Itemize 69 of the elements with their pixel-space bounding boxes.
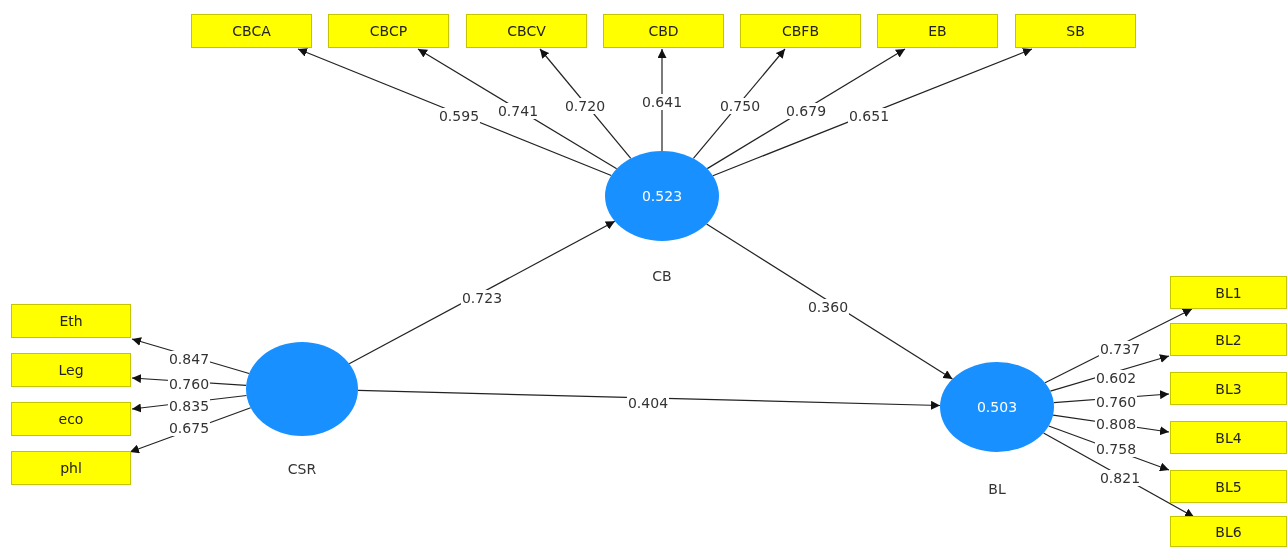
indicator-label: SB (1066, 23, 1085, 39)
arrow (539, 48, 632, 159)
path-coefficient: 0.679 (784, 103, 828, 119)
indicator-label: BL2 (1215, 331, 1242, 348)
path-coefficient: 0.404 (626, 395, 670, 411)
indicator-label: BL6 (1215, 523, 1242, 540)
construct-label: CB (652, 268, 672, 284)
r-squared-value: 0.523 (641, 188, 683, 204)
indicator-label: CBCA (232, 23, 271, 39)
path-coefficient: 0.602 (1094, 370, 1138, 386)
arrow (706, 48, 906, 170)
arrow (417, 48, 618, 170)
indicator-label: BL1 (1215, 284, 1242, 301)
path-coefficient: 0.720 (563, 98, 607, 114)
indicator-label: Leg (58, 362, 84, 378)
construct-label: CSR (287, 461, 317, 477)
indicator-box (1170, 276, 1287, 309)
path-coefficient: 0.651 (847, 108, 891, 124)
path-coefficient: 0.595 (437, 108, 481, 124)
path-coefficient: 0.847 (167, 351, 211, 367)
indicator-label: CBCP (369, 23, 408, 39)
indicator-box (466, 14, 587, 48)
arrow (712, 48, 1033, 177)
indicator-box (1170, 421, 1287, 454)
indicator-box (1015, 14, 1136, 48)
r-squared-value: 0.503 (976, 399, 1018, 415)
indicator-label: BL3 (1215, 380, 1242, 397)
path-coefficient: 0.835 (167, 398, 211, 414)
indicator-label: CBCV (507, 23, 546, 39)
indicator-box (11, 402, 131, 436)
path-coefficient: 0.760 (167, 376, 211, 392)
path-coefficient: 0.360 (806, 299, 850, 315)
arrow (357, 389, 941, 410)
indicator-box (328, 14, 449, 48)
arrow (692, 48, 786, 160)
indicator-label: BL5 (1215, 478, 1242, 495)
indicator-box (1170, 516, 1287, 547)
path-coefficient: 0.758 (1094, 441, 1138, 457)
path-coefficient: 0.750 (718, 98, 762, 114)
path-coefficient: 0.808 (1094, 416, 1138, 432)
path-coefficient: 0.737 (1098, 341, 1142, 357)
path-coefficient: 0.723 (460, 290, 504, 306)
path-coefficient: 0.675 (167, 420, 211, 436)
indicator-label: CBD (648, 23, 679, 39)
path-coefficient: 0.821 (1098, 470, 1142, 486)
indicator-label: CBFB (781, 23, 819, 39)
indicator-box (1170, 470, 1287, 503)
indicator-box (11, 353, 131, 387)
indicator-box (740, 14, 861, 48)
indicator-box (1170, 372, 1287, 405)
indicator-box (11, 304, 131, 338)
indicator-label: Eth (59, 313, 83, 329)
indicator-label: phl (60, 460, 82, 476)
path-coefficient: 0.760 (1094, 394, 1138, 410)
arrow (705, 223, 954, 380)
indicator-box (191, 14, 312, 48)
path-coefficient: 0.641 (640, 94, 684, 110)
path-coefficient: 0.741 (496, 103, 540, 119)
indicator-label: BL4 (1215, 429, 1242, 446)
indicator-label: eco (58, 411, 84, 427)
arrow (348, 220, 616, 365)
construct-label: BL (988, 481, 1006, 497)
indicator-box (877, 14, 998, 48)
latent-variable-circle (605, 151, 719, 241)
indicator-box (603, 14, 724, 48)
indicator-box (11, 451, 131, 485)
indicator-box (1170, 323, 1287, 356)
arrow (297, 48, 612, 177)
indicator-label: EB (928, 23, 947, 39)
